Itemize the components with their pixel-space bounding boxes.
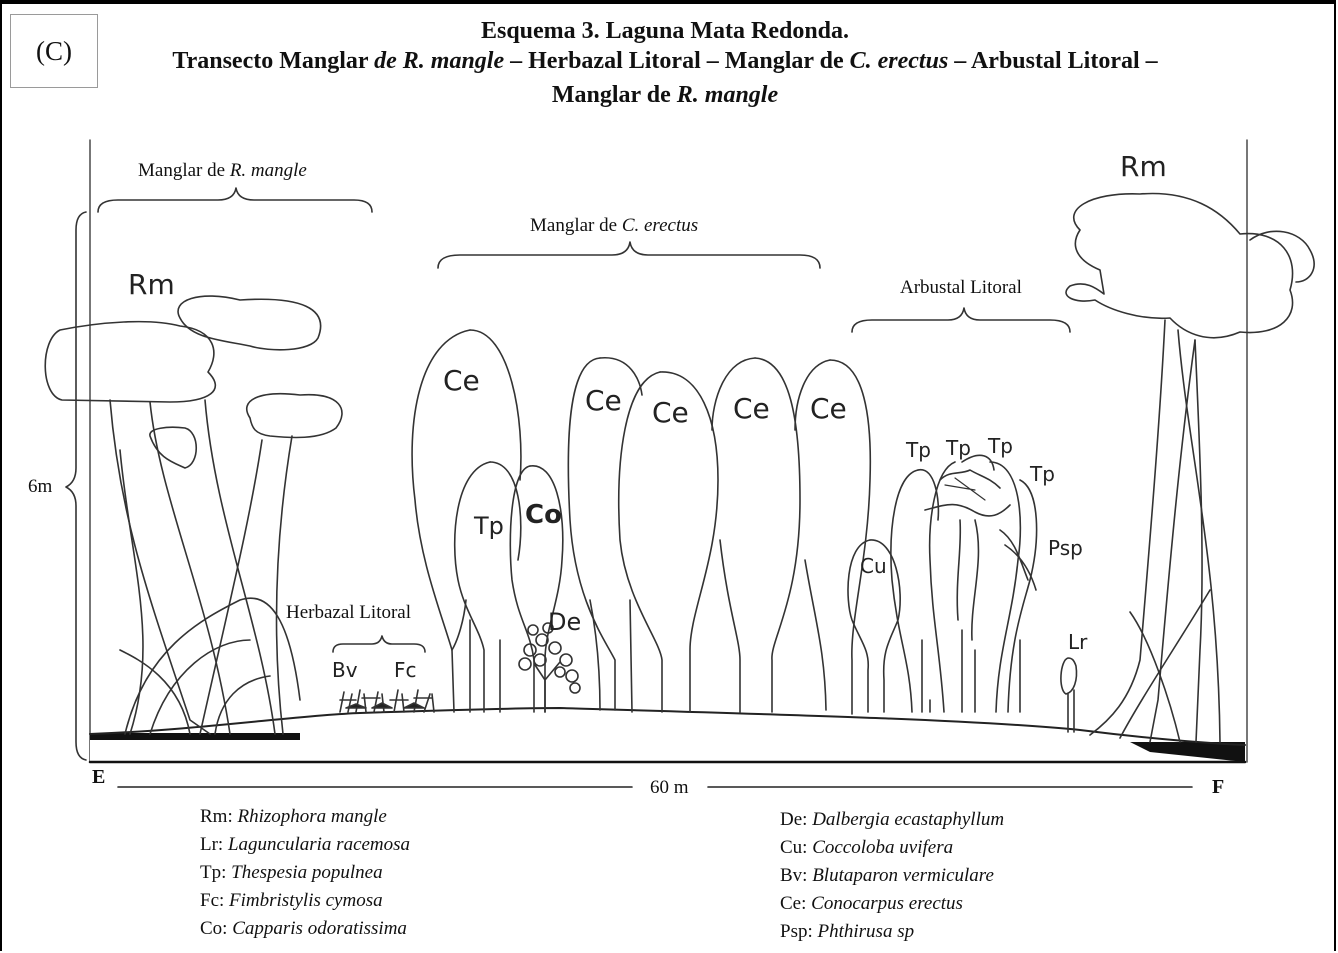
ground-profile [90,708,1245,762]
zone-label-manglar-rm: Manglar de R. mangle [138,160,307,182]
laguncularia-tree [1061,658,1077,732]
transect-end-label: F [1212,776,1224,799]
code-bv: Bv [332,658,358,682]
code-tp-b: Tp [946,436,971,460]
legend-item: Ce: Conocarpus erectus [780,890,1004,918]
bracket-manglar-rm [98,188,372,212]
code-rm-left: Rm [128,268,175,301]
height-label: 6m [28,476,52,498]
code-tp-middle: Tp [474,512,504,540]
code-cu: Cu [860,554,887,578]
bracket-arbustal [852,308,1070,332]
bracket-herbazal [333,636,425,652]
legend-item: De: Dalbergia ecastaphyllum [780,806,1004,834]
legend-item: Co: Capparis odoratissima [200,915,410,943]
code-fc: Fc [394,658,417,682]
code-psp: Psp [1048,536,1083,560]
height-bracket [66,212,86,760]
herbaceous-plants [340,690,434,712]
legend-item: Rm: Rhizophora mangle [200,803,410,831]
code-rm-right: Rm [1120,150,1167,183]
zone-label-arbustal: Arbustal Litoral [900,277,1022,299]
transect-length-label: 60 m [650,777,689,799]
legend-item: Tp: Thespesia populnea [200,859,410,887]
zone-label-herbazal: Herbazal Litoral [286,602,411,624]
transect-start-label: E [92,766,105,789]
code-tp-d: Tp [1030,462,1055,486]
code-ce-1: Ce [443,364,480,397]
code-ce-4: Ce [733,392,770,425]
legend-item: Cu: Coccoloba uvifera [780,834,1004,862]
code-tp-c: Tp [988,434,1013,458]
legend-right: De: Dalbergia ecastaphyllum Cu: Coccolob… [780,806,1004,946]
legend-item: Lr: Laguncularia racemosa [200,831,410,859]
legend-item: Bv: Blutaparon vermiculare [780,862,1004,890]
code-ce-5: Ce [810,392,847,425]
code-co: Co [525,500,562,530]
code-tp-a: Tp [906,438,931,462]
code-ce-2: Ce [585,384,622,417]
legend-item: Psp: Phthirusa sp [780,918,1004,946]
mangrove-tree-right [1066,193,1314,742]
arbustal-shrubs [891,455,1037,712]
bracket-manglar-ce [438,242,820,268]
code-ce-3: Ce [652,396,689,429]
legend-left: Rm: Rhizophora mangle Lr: Laguncularia r… [200,803,410,943]
zone-label-manglar-ce: Manglar de C. erectus [530,215,698,237]
legend-item: Fc: Fimbristylis cymosa [200,887,410,915]
code-lr: Lr [1068,630,1087,654]
code-de: De [548,608,581,636]
